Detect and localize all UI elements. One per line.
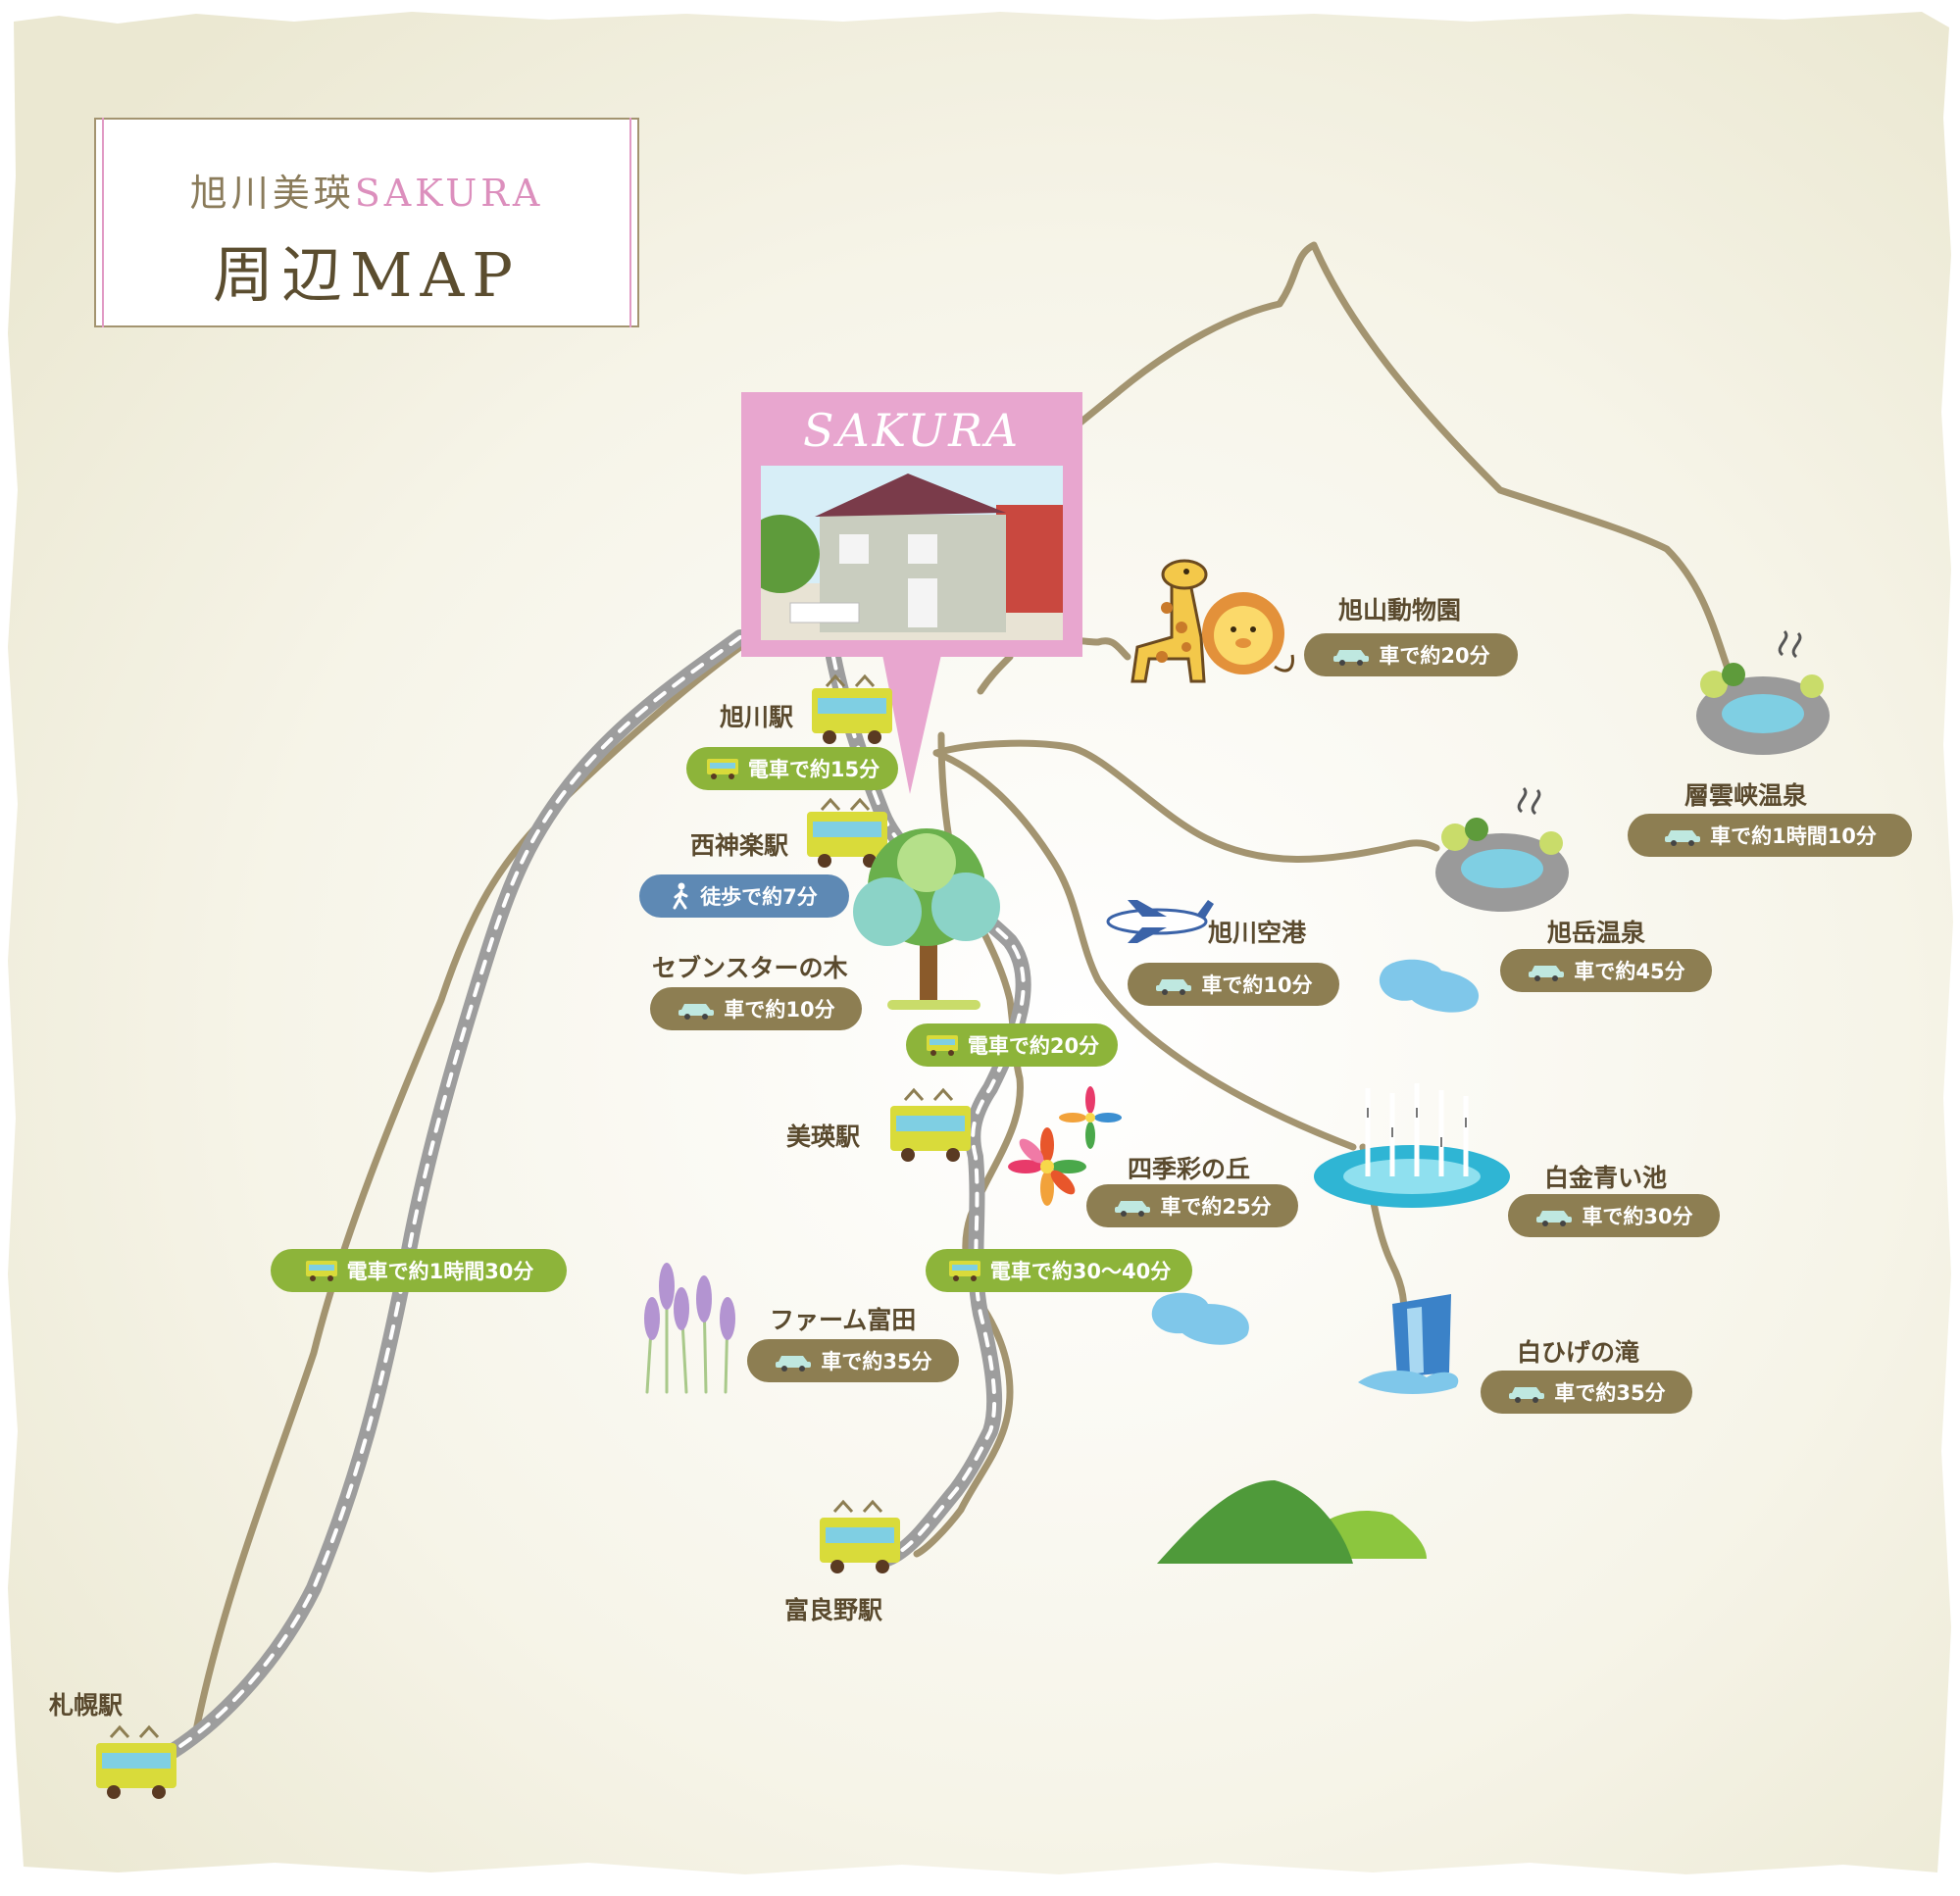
car-icon (1156, 979, 1192, 995)
train-icon (890, 1087, 971, 1162)
train-icon (948, 1261, 980, 1281)
map-title-box: 旭川美瑛SAKURA 周辺MAP (94, 118, 639, 327)
lion-icon (1202, 592, 1294, 674)
pond-icon (1151, 1292, 1249, 1345)
label-biei-station: 美瑛駅 (786, 1123, 861, 1151)
route-pill-car: 車で約35分 (1481, 1371, 1692, 1414)
car-icon (1115, 1201, 1151, 1217)
label-shikisai-hill: 四季彩の丘 (1128, 1155, 1251, 1183)
onsen-icon (1696, 629, 1830, 755)
walk-icon (673, 882, 688, 910)
train-icon (812, 674, 892, 744)
sakura-sign[interactable]: SAKURA (741, 392, 1082, 657)
label-shirahige-falls: 白ひげの滝 (1517, 1338, 1640, 1367)
pond-icon (1314, 1083, 1510, 1208)
waterfall-icon (1358, 1294, 1459, 1394)
route-pill-car: 車で約35分 (747, 1339, 959, 1382)
train-icon (807, 797, 887, 868)
route-text: 車で約10分 (724, 998, 835, 1022)
map-title: 周辺MAP (213, 239, 521, 311)
route-pill-train: 電車で約15分 (686, 747, 898, 790)
label-seven-stars-tree: セブンスターの木 (652, 954, 848, 982)
pond-icon (1379, 959, 1480, 1013)
train-icon (926, 1035, 958, 1056)
label-nishikagura-station: 西神楽駅 (690, 831, 789, 860)
car-icon (1529, 966, 1565, 981)
route-text: 車で約30分 (1582, 1205, 1693, 1228)
sakura-label: SAKURA (802, 404, 1022, 457)
road-north-link (977, 653, 1014, 695)
train-icon (96, 1724, 176, 1799)
route-pill-car: 車で約10分 (650, 987, 862, 1030)
giraffe-icon (1131, 559, 1208, 683)
map-subtitle: 旭川美瑛SAKURA (96, 163, 637, 217)
airplane-icon (1106, 900, 1214, 943)
subtitle-accent: SAKURA (354, 172, 544, 215)
label-asahikawa-station: 旭川駅 (720, 703, 794, 731)
house-photo (761, 466, 1063, 640)
route-text: 車で約20分 (1379, 644, 1490, 668)
route-text: 車で約10分 (1201, 973, 1313, 997)
label-furano-station: 富良野駅 (784, 1596, 883, 1624)
lavender-icon (644, 1263, 735, 1394)
road-sapporo (192, 643, 744, 1734)
car-icon (1536, 1211, 1573, 1226)
onsen-icon (1435, 786, 1569, 912)
route-pill-walk: 徒歩で約7分 (639, 874, 849, 918)
route-text: 車で約35分 (1554, 1381, 1666, 1405)
label-blue-pond: 白金青い池 (1544, 1164, 1668, 1192)
car-icon (1333, 650, 1370, 666)
car-icon (678, 1004, 715, 1020)
flower-icon (1008, 1086, 1122, 1206)
route-text: 車で約25分 (1160, 1195, 1272, 1219)
car-icon (1665, 830, 1701, 846)
paper-background (8, 12, 1953, 1874)
tree-icon (853, 828, 1000, 1010)
route-pill-car: 車で約30分 (1508, 1194, 1720, 1237)
route-text: 電車で約30〜40分 (989, 1260, 1172, 1283)
road-asahidake (932, 739, 1440, 863)
roads (192, 241, 1734, 1734)
mountain-icon (1157, 1480, 1427, 1564)
route-text: 車で約1時間10分 (1710, 824, 1877, 848)
route-text: 電車で約15分 (747, 758, 880, 781)
label-sapporo-station: 札幌駅 (49, 1691, 124, 1720)
route-text: 電車で約1時間30分 (346, 1260, 534, 1283)
label-asahidake-onsen: 旭岳温泉 (1547, 919, 1646, 947)
road-sounkyo (1035, 241, 1734, 680)
route-pill-car: 車で約45分 (1500, 949, 1712, 992)
car-icon (776, 1356, 812, 1372)
sakura-pointer (882, 655, 941, 794)
route-pill-train: 電車で約30〜40分 (926, 1249, 1192, 1292)
train-icon (820, 1499, 900, 1573)
route-pill-car: 車で約1時間10分 (1628, 814, 1912, 857)
road-airport-blue (932, 749, 1357, 1151)
label-sounkyo-onsen: 層雲峡温泉 (1684, 781, 1808, 810)
train-icon (305, 1261, 337, 1281)
label-farm-tomita: ファーム富田 (770, 1306, 917, 1334)
route-pill-car: 車で約20分 (1304, 633, 1518, 676)
car-icon (1509, 1387, 1545, 1403)
subtitle-prefix: 旭川美瑛 (189, 172, 355, 215)
route-pill-train: 電車で約1時間30分 (271, 1249, 567, 1292)
route-text: 車で約35分 (821, 1350, 932, 1373)
label-zoo: 旭山動物園 (1338, 596, 1462, 624)
route-text: 電車で約20分 (967, 1034, 1100, 1058)
route-pill-car: 車で約25分 (1086, 1184, 1298, 1227)
route-pill-car: 車で約10分 (1128, 963, 1339, 1006)
route-pill-train: 電車で約20分 (906, 1023, 1118, 1067)
route-text: 徒歩で約7分 (700, 885, 818, 909)
train-icon (706, 759, 738, 779)
route-text: 車で約45分 (1574, 960, 1685, 983)
label-airport: 旭川空港 (1208, 919, 1307, 947)
